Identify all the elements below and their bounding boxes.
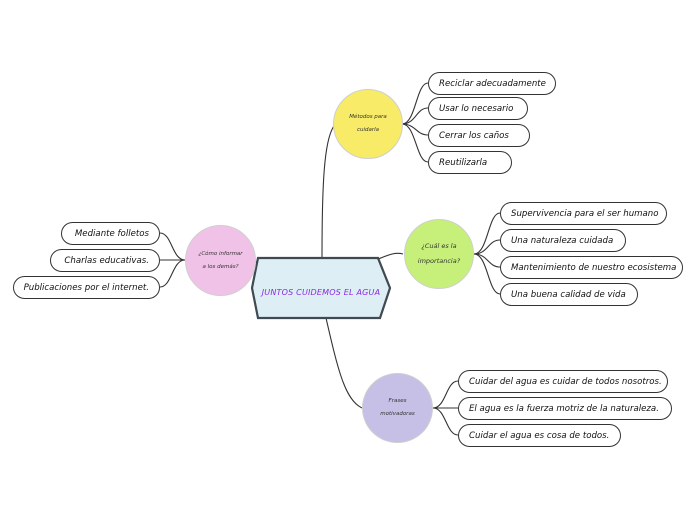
topic-informar-label: ¿Cómo informar a los demás? [198,250,243,270]
leaf-frases-2[interactable]: El agua es la fuerza motriz de la natura… [458,397,672,420]
edge-center-frases [325,317,363,409]
leaf-metodos-2[interactable]: Usar lo necesario [428,97,528,120]
topic-importancia-label: ¿Cuál es la importancia? [417,242,461,265]
topic-informar[interactable]: ¿Cómo informar a los demás? [185,225,256,296]
topic-metodos-label: Métodos para cuidarla [349,114,387,133]
leaf-metodos-1[interactable]: Reciclar adecuadamente [428,72,556,95]
leaf-informar-2[interactable]: Charlas educativas. [50,249,160,272]
leaf-importancia-1[interactable]: Supervivencia para el ser humano [500,202,667,225]
edge-center-metodos [321,125,335,259]
leaf-metodos-3[interactable]: Cerrar los caños [428,124,530,147]
topic-frases[interactable]: Frases motivadoras [362,373,433,443]
topic-frases-label: Frases motivadoras [380,398,415,417]
leaf-metodos-4[interactable]: Reutilizarla [428,151,512,174]
leaf-frases-3[interactable]: Cuidar el agua es cosa de todos. [458,424,621,447]
leaf-importancia-2[interactable]: Una naturaleza cuidada [500,229,626,252]
leaf-importancia-4[interactable]: Una buena calidad de vida [500,283,638,306]
leaf-informar-3[interactable]: Publicaciones por el internet. [13,276,160,299]
leaf-importancia-3[interactable]: Mantenimiento de nuestro ecosistema [500,256,683,279]
leaf-frases-1[interactable]: Cuidar del agua es cuidar de todos nosot… [458,370,668,393]
topic-importancia[interactable]: ¿Cuál es la importancia? [404,219,474,289]
center-node-title[interactable]: JUNTOS CUIDEMOS EL AGUA [261,287,381,297]
leaf-informar-1[interactable]: Mediante folletos [61,222,160,245]
topic-metodos[interactable]: Métodos para cuidarla [333,89,403,159]
